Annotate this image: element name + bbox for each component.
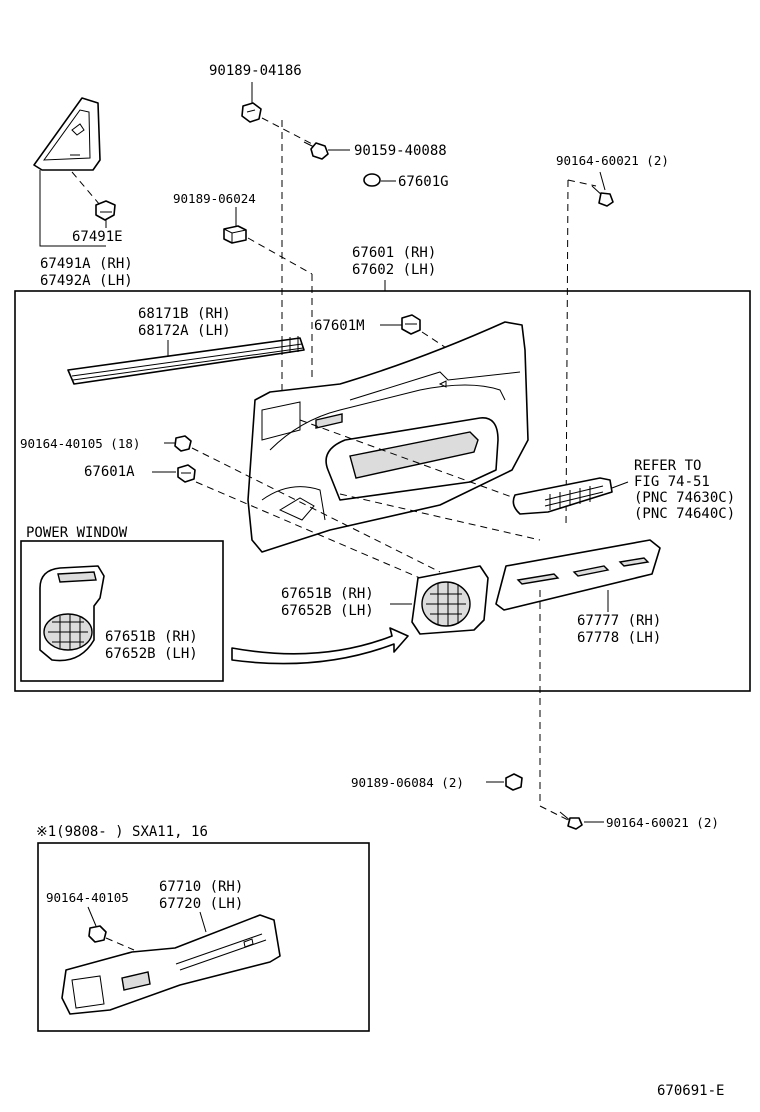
label-refer-line2: FIG 74-51	[634, 474, 710, 490]
label-variant-67710: 67710 (RH)	[159, 879, 243, 895]
label-cover-67652b: 67652B (LH)	[281, 603, 374, 619]
label-67601: 67601 (RH)	[352, 245, 436, 261]
pull-handle-icon	[512, 477, 613, 515]
label-refer-line3: (PNC 74630C)	[634, 490, 735, 506]
label-pocket-67777: 67777 (RH)	[577, 613, 661, 629]
screw-90164-60021-bottom-icon	[559, 811, 583, 830]
label-90189-06084: 90189-06084 (2)	[351, 775, 464, 790]
power-window-switch-bezel-icon	[39, 565, 105, 662]
label-cover-67651b: 67651B (RH)	[281, 586, 374, 602]
plug-67601g-icon	[363, 173, 381, 187]
label-68172a: 68172A (LH)	[138, 323, 231, 339]
label-67491a: 67491A (RH)	[40, 256, 133, 272]
clip-90189-04186-icon	[241, 102, 262, 123]
label-67492a: 67492A (LH)	[40, 273, 133, 289]
clip-90189-06024-icon	[223, 225, 247, 244]
label-pocket-67778: 67778 (LH)	[577, 630, 661, 646]
power-window-box	[20, 540, 224, 682]
armrest-trim-67710-icon	[61, 914, 281, 1015]
label-refer-line4: (PNC 74640C)	[634, 506, 735, 522]
variant-header: ※1(9808- ) SXA11, 16	[36, 824, 208, 840]
label-pw-67651b: 67651B (RH)	[105, 629, 198, 645]
speaker-cover-67651b-icon	[411, 565, 489, 635]
label-90164-40105: 90164-40105 (18)	[20, 436, 140, 451]
label-refer-line1: REFER TO	[634, 458, 701, 474]
label-67602: 67602 (LH)	[352, 262, 436, 278]
clip-90189-06084-icon	[505, 773, 523, 791]
label-pw-67652b: 67652B (LH)	[105, 646, 198, 662]
main-assembly-box	[14, 290, 751, 692]
curved-arrow-icon	[231, 627, 409, 665]
figure-code: 670691-E	[657, 1083, 724, 1099]
corner-garnish-67491a-icon	[33, 97, 101, 171]
screw-variant-icon	[88, 925, 107, 943]
screw-90164-60021-top-icon	[591, 185, 614, 207]
screw-90159-40088-icon	[303, 141, 329, 160]
label-67491e: 67491E	[72, 229, 123, 245]
label-90164-60021-bottom: 90164-60021 (2)	[606, 815, 719, 830]
label-90159-40088: 90159-40088	[354, 143, 447, 159]
clip-67601m-icon	[401, 314, 421, 335]
label-90164-60021-top: 90164-60021 (2)	[556, 153, 669, 168]
screw-90164-40105-icon	[174, 435, 192, 452]
variant-box	[37, 842, 370, 1032]
door-trim-panel-icon	[247, 321, 529, 553]
label-variant-67720: 67720 (LH)	[159, 896, 243, 912]
label-67601m: 67601M	[314, 318, 365, 334]
clip-67601a-icon	[177, 464, 196, 483]
weatherstrip-68171b-icon	[67, 336, 305, 385]
label-67601a: 67601A	[84, 464, 135, 480]
label-68171b: 68171B (RH)	[138, 306, 231, 322]
door-pocket-67777-icon	[495, 539, 661, 611]
label-90189-04186: 90189-04186	[209, 63, 302, 79]
label-variant-screw: 90164-40105	[46, 890, 129, 905]
clip-67491e-icon	[95, 200, 116, 221]
power-window-title: POWER WINDOW	[26, 525, 128, 541]
label-90189-06024: 90189-06024	[173, 191, 256, 206]
label-67601g: 67601G	[398, 174, 449, 190]
